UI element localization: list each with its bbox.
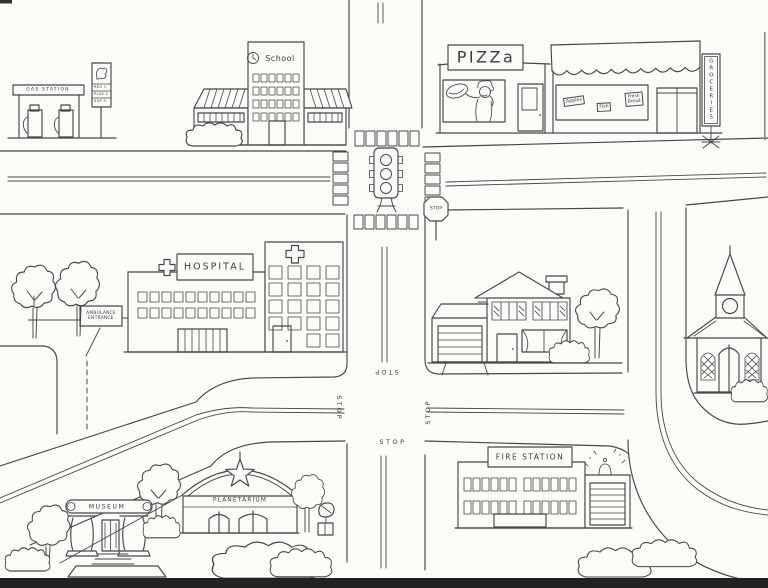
fuel-brand-logo-icon bbox=[96, 67, 108, 80]
hospital bbox=[79, 241, 347, 353]
stop-sign bbox=[423, 196, 449, 241]
school-label: School bbox=[265, 54, 295, 64]
fire-station-sign bbox=[487, 446, 573, 468]
fire-station bbox=[454, 446, 633, 529]
ambulance-entrance-label: AMBULANCE ENTRANCE bbox=[86, 310, 116, 321]
telescope-icon bbox=[317, 502, 335, 536]
pizza-chef-drawing-icon bbox=[445, 80, 495, 122]
fresh-bread-sign: Fresh Bread bbox=[624, 91, 644, 107]
trees-and-bushes bbox=[4, 122, 768, 580]
gas-station bbox=[7, 62, 117, 139]
bush bbox=[548, 340, 591, 364]
hospital-sign bbox=[176, 253, 254, 281]
stop-road-marking-west: STOP bbox=[334, 395, 343, 421]
stop-road-marking-east: STOP bbox=[424, 399, 433, 425]
tree bbox=[290, 474, 326, 533]
traffic-light bbox=[369, 147, 403, 213]
tree bbox=[54, 260, 101, 337]
alarm-bell-icon bbox=[584, 448, 626, 476]
bush bbox=[269, 548, 333, 578]
tree bbox=[575, 288, 620, 359]
fire-station-sign-label: FIRE STATION bbox=[495, 452, 565, 462]
church bbox=[683, 245, 768, 394]
hospital-sign-label: HOSPITAL bbox=[183, 261, 247, 273]
gas-price-row: REG 1 bbox=[94, 84, 107, 89]
gas-station-label: GAS STATION bbox=[26, 87, 70, 93]
awning-icon bbox=[551, 66, 701, 76]
stop-road-marking-south: STOP bbox=[379, 438, 407, 447]
gas-price-row: PLUS 2 bbox=[94, 91, 109, 96]
planetarium bbox=[180, 451, 300, 534]
stained-glass-window-icon bbox=[700, 352, 760, 381]
medical-cross-icon bbox=[158, 258, 176, 277]
bush bbox=[4, 547, 51, 572]
medical-cross-icon bbox=[285, 244, 305, 264]
stop-road-marking-north: STOP bbox=[373, 367, 399, 376]
museum-label: MUSEUM bbox=[88, 503, 126, 511]
tree bbox=[10, 264, 57, 339]
planetarium-label: PLANETARIUM bbox=[212, 497, 268, 504]
star-icon bbox=[225, 458, 255, 487]
gas-price-row: SUP 3 bbox=[94, 98, 107, 103]
fish-sign: Fish bbox=[596, 102, 612, 112]
stop-sign-label: STOP bbox=[429, 206, 443, 212]
bush bbox=[142, 515, 181, 539]
bush bbox=[185, 122, 243, 147]
museum bbox=[65, 499, 167, 578]
pizza-sign-label: PIZZa bbox=[456, 47, 516, 67]
crosswalks bbox=[332, 130, 441, 230]
bush bbox=[631, 539, 698, 568]
grocery-store bbox=[550, 40, 721, 149]
house bbox=[427, 271, 623, 376]
clock-icon bbox=[247, 52, 259, 64]
ambulance-entrance-sign bbox=[79, 305, 123, 327]
groceries-vertical-sign: GROCERIES bbox=[708, 58, 715, 122]
bush bbox=[730, 379, 768, 403]
